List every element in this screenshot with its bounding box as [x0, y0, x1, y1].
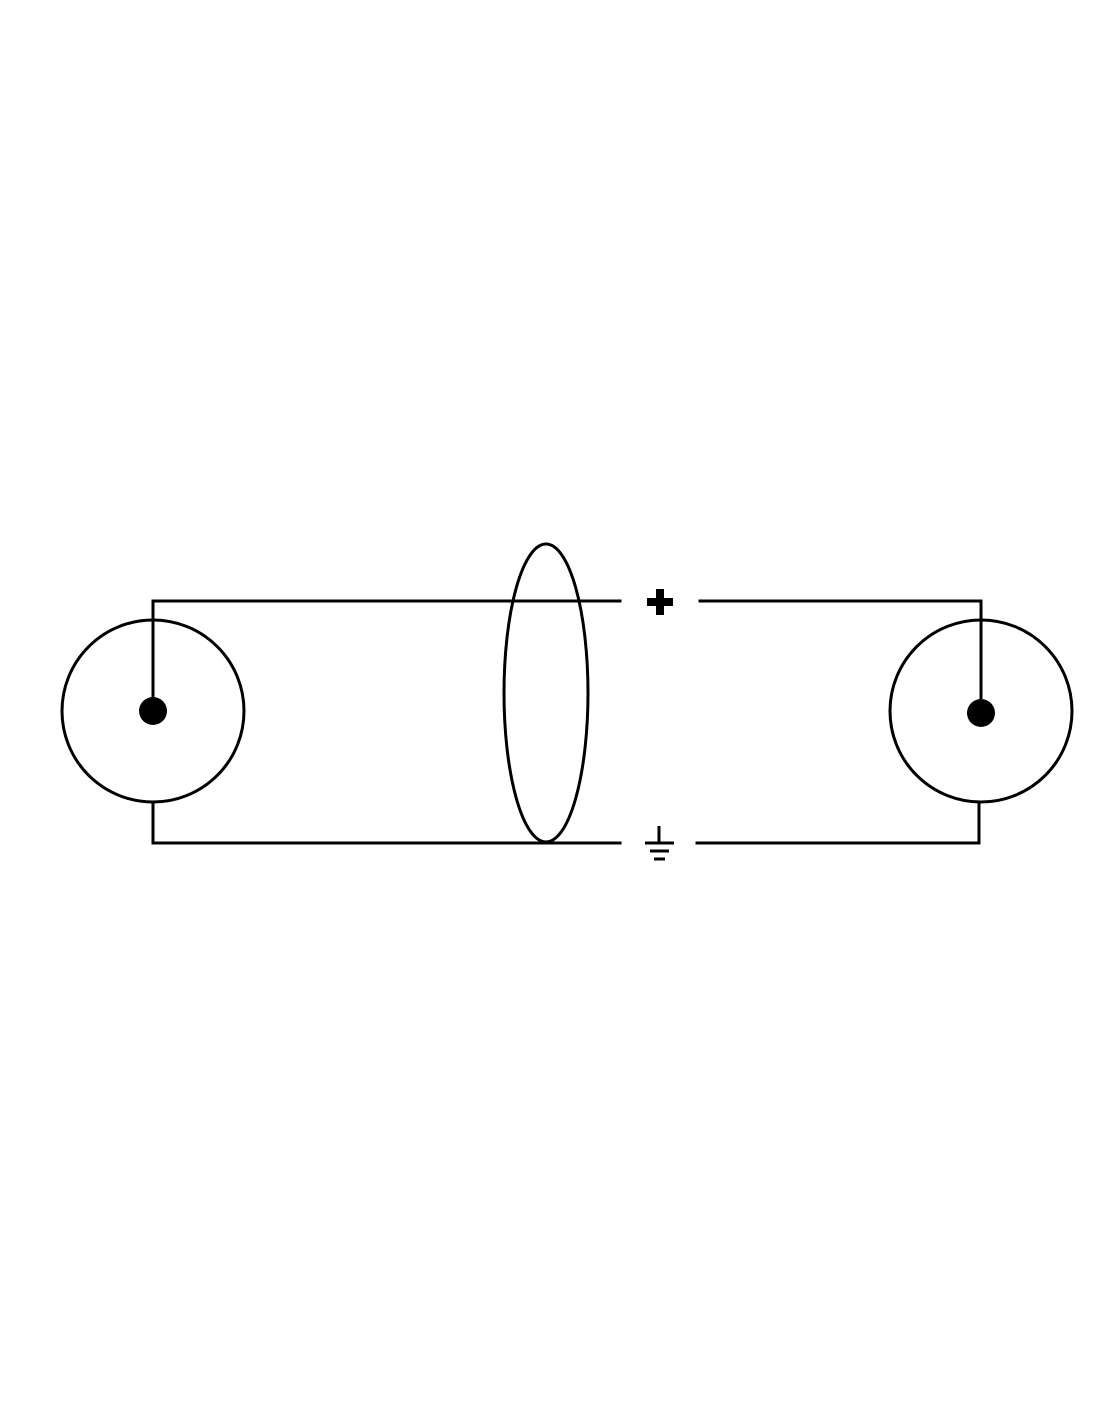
left-ground-wire: [151, 800, 622, 845]
left-signal-wire: [151, 599, 622, 713]
signal-conductor: [151, 599, 983, 715]
ground-conductor: [151, 800, 981, 845]
right-ground-wire: [695, 800, 981, 845]
right-signal-wire: [698, 599, 983, 715]
ground-symbol-icon: [645, 826, 674, 861]
plus-symbol-icon: [647, 589, 673, 615]
cable-shield-icon: [502, 542, 590, 844]
